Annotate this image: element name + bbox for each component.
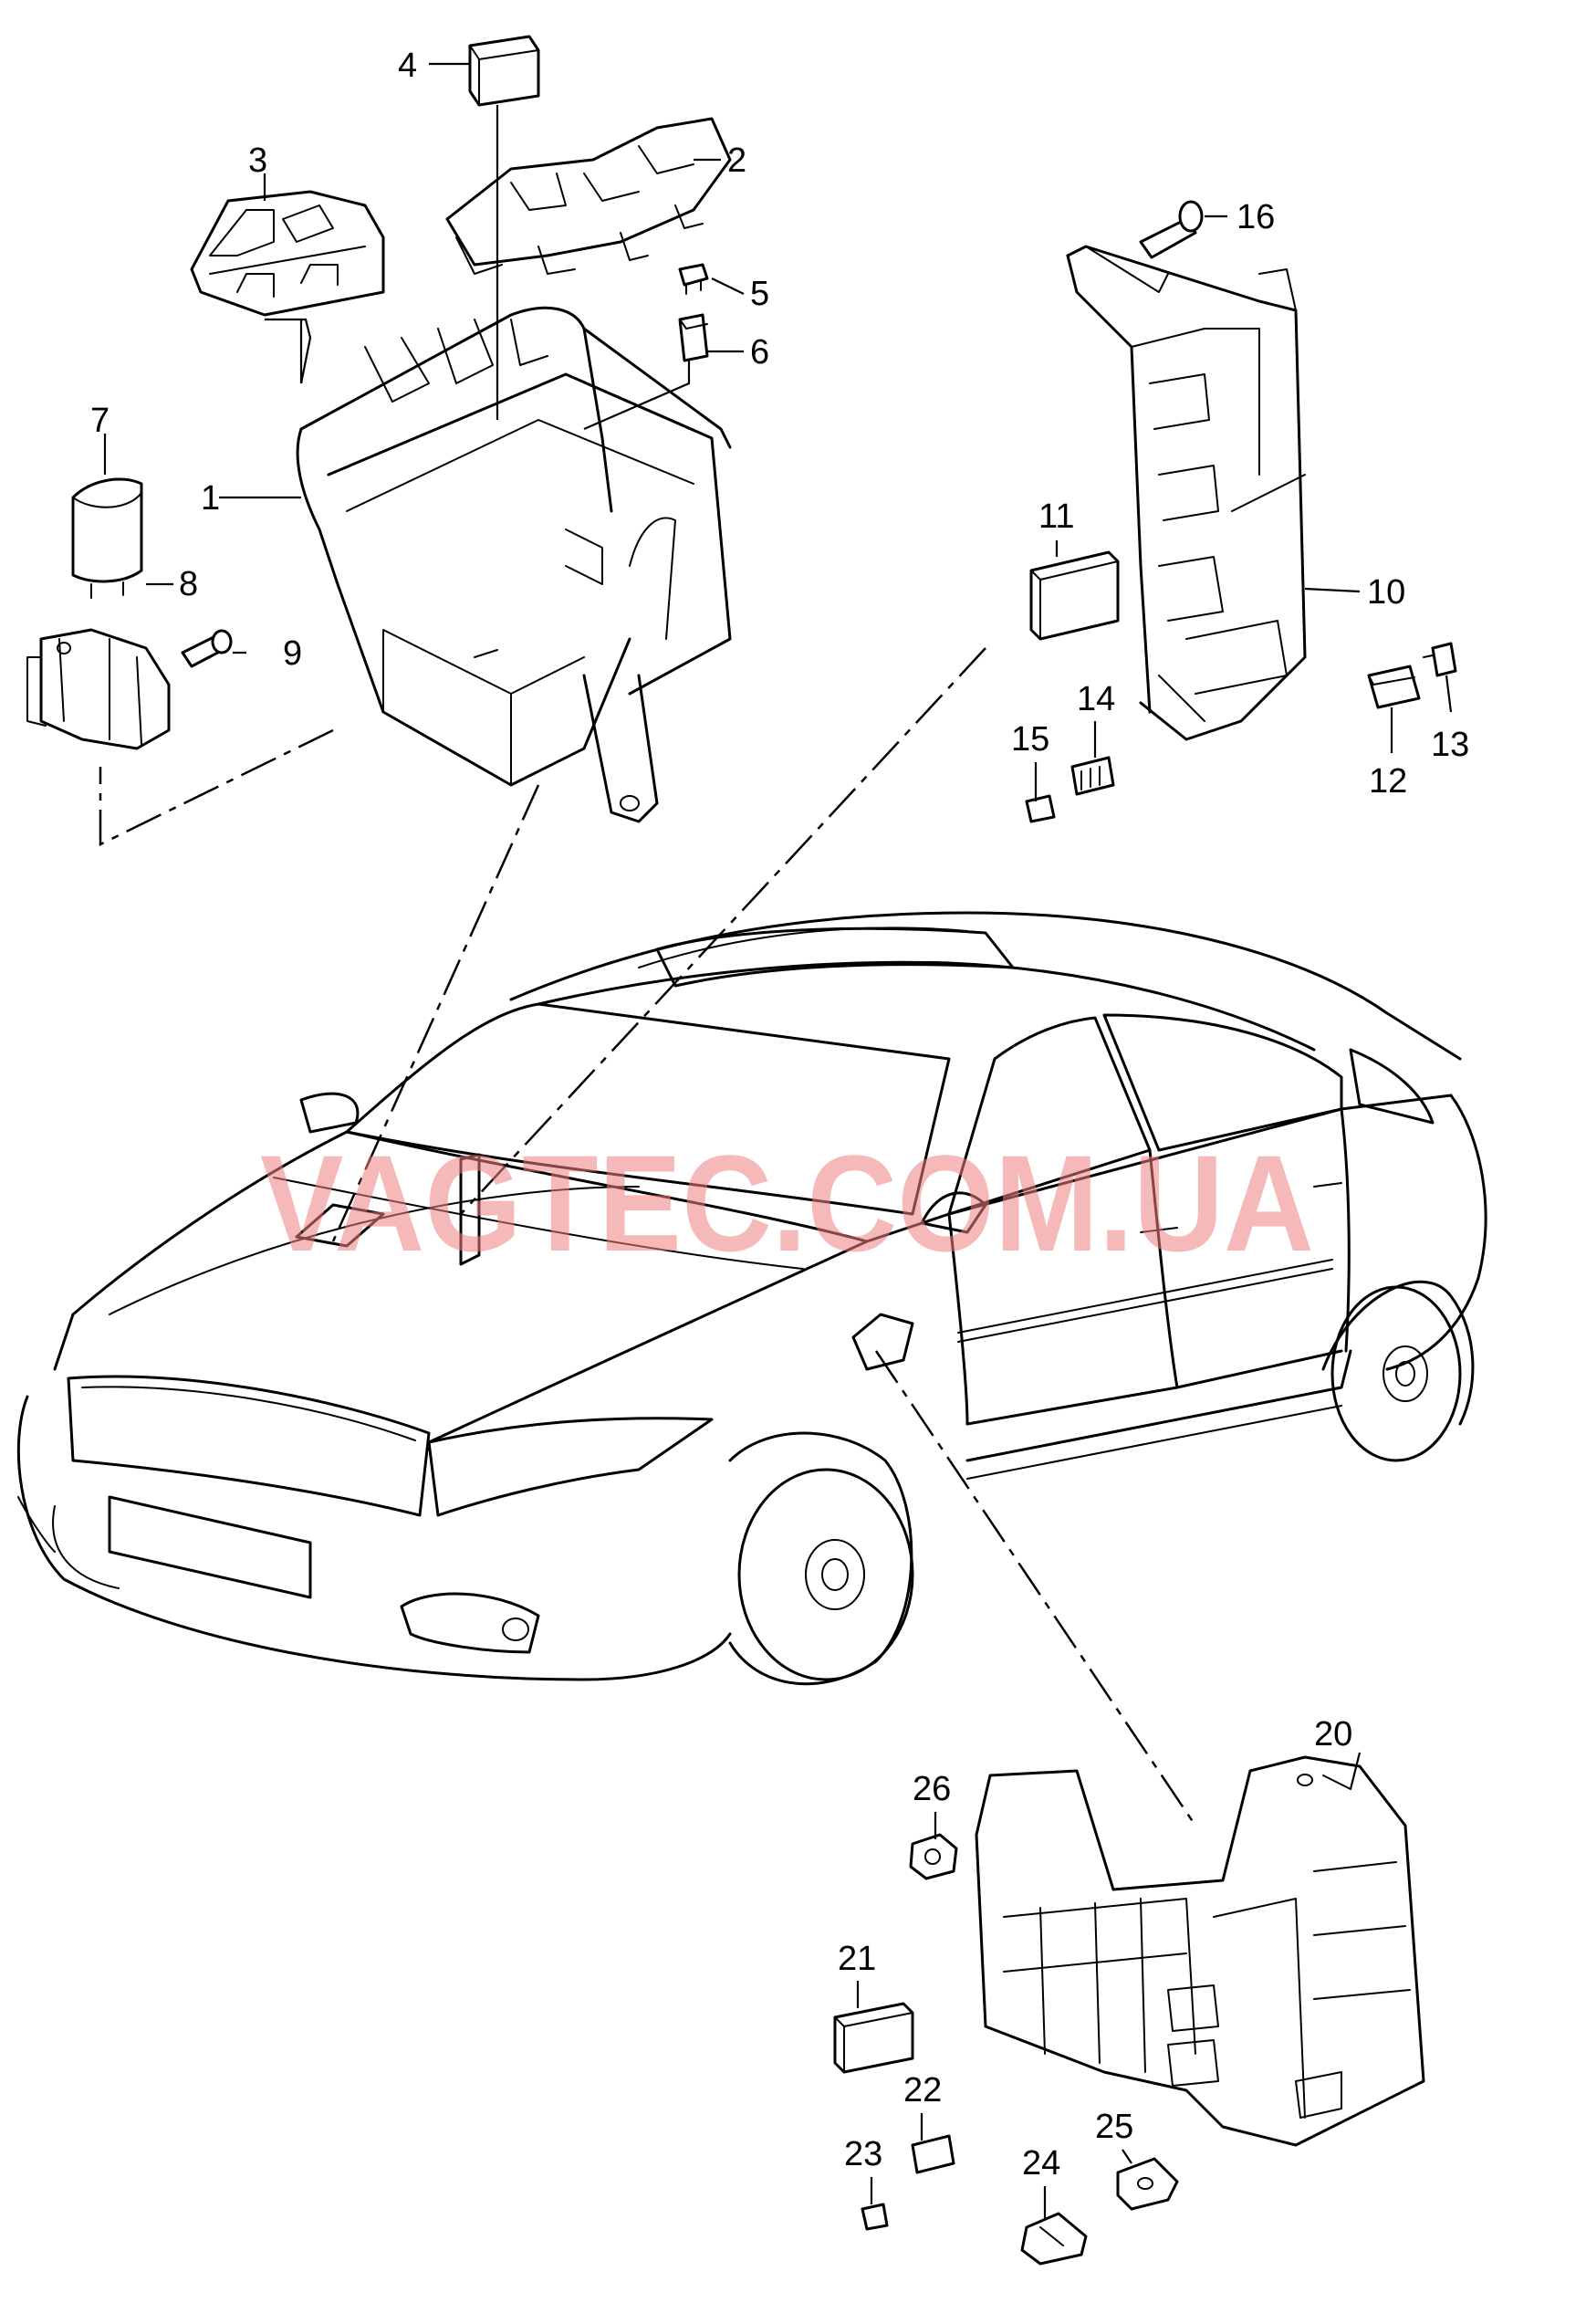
callout-labels: 4 2 3 5 6 7 1 8 9 16 11 10 14 15 13 12 2… — [90, 47, 1469, 2183]
fuse-holder-24 — [1020, 2212, 1088, 2266]
relay-11 — [1029, 550, 1120, 641]
callout-23: 23 — [844, 2135, 882, 2173]
fuse-23 — [861, 2203, 889, 2231]
relay-21 — [833, 2002, 914, 2074]
watermark-text: VAGTEC.COM.UA — [260, 1126, 1314, 1280]
relay-bracket-10 — [1066, 245, 1307, 741]
callout-26: 26 — [913, 1770, 951, 1808]
callout-10: 10 — [1367, 573, 1405, 612]
callout-4: 4 — [398, 47, 417, 85]
fuse-15 — [1025, 794, 1056, 823]
callout-25: 25 — [1095, 2108, 1133, 2146]
screw-16 — [1139, 200, 1204, 259]
fuse-22 — [911, 2134, 955, 2174]
relay-carrier-8 — [26, 628, 171, 750]
fuse-5 — [678, 263, 709, 295]
nut-26 — [909, 1833, 958, 1880]
callout-16: 16 — [1236, 198, 1275, 236]
fuse-box-housing — [296, 306, 732, 823]
callout-9: 9 — [283, 634, 302, 673]
callout-6: 6 — [750, 333, 769, 372]
callout-12: 12 — [1369, 762, 1407, 801]
callout-22: 22 — [903, 2071, 942, 2109]
callout-20: 20 — [1314, 1715, 1352, 1753]
assembly-lines — [99, 647, 1197, 1827]
callout-5: 5 — [750, 275, 769, 313]
leader-lines — [103, 62, 1453, 2218]
fuse-6 — [678, 313, 709, 362]
relay-7 — [71, 477, 143, 599]
relay-carrier-20 — [975, 1755, 1425, 2147]
callout-24: 24 — [1022, 2144, 1060, 2183]
fuse-holder-25 — [1116, 2157, 1179, 2211]
callout-3: 3 — [248, 141, 267, 180]
callout-1: 1 — [201, 479, 220, 518]
callout-11: 11 — [1038, 497, 1074, 536]
callout-2: 2 — [727, 141, 746, 180]
callout-15: 15 — [1011, 720, 1049, 759]
callout-13: 13 — [1431, 726, 1469, 764]
callout-14: 14 — [1077, 680, 1115, 718]
fuse-12 — [1367, 665, 1421, 709]
fuse-14 — [1070, 756, 1115, 796]
callout-8: 8 — [179, 565, 198, 603]
screw-9 — [181, 629, 233, 668]
relay-4 — [468, 35, 540, 107]
fuse-13 — [1423, 642, 1457, 677]
relay-plate-2 — [445, 117, 732, 275]
relay-plate-3 — [190, 190, 385, 317]
car-illustration — [16, 911, 1487, 1686]
callout-21: 21 — [838, 1940, 876, 1978]
callout-7: 7 — [90, 402, 110, 440]
